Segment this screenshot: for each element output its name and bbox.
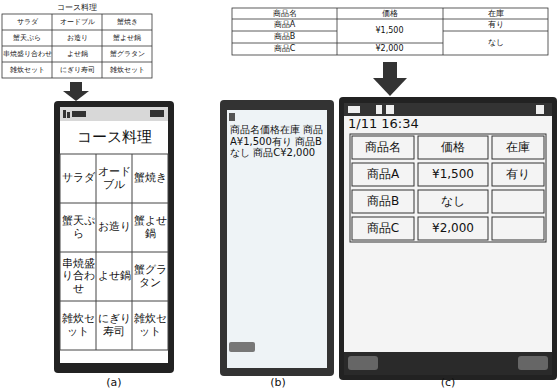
table-header: 在庫: [443, 8, 548, 19]
table-cell: なし: [443, 31, 548, 55]
table-cell: 有り: [443, 19, 548, 31]
table-cell: よせ鍋: [52, 46, 102, 62]
screen-cell: お造り: [96, 203, 132, 252]
caption-letter: (a): [94, 376, 134, 390]
screen-cell: 在庫: [493, 137, 543, 158]
screen-cell: 雑炊セット: [132, 301, 168, 350]
caption-letter: (b): [258, 376, 298, 390]
table-cell: 商品C: [232, 43, 337, 55]
screen-cell: 商品B: [353, 191, 413, 212]
screen-cell: オードブル: [96, 154, 132, 203]
table-cell: ¥2,000: [337, 43, 442, 55]
table-cell: 雑炊セット: [2, 62, 52, 78]
table-cell: 蟹焼き: [102, 14, 152, 30]
table-cell: サラダ: [2, 14, 52, 30]
table-cell: ¥1,500: [337, 19, 442, 43]
caption-letter: (c): [428, 376, 468, 390]
screen-cell: 商品A: [353, 164, 413, 185]
screen-date: 1/11 16:34: [348, 117, 468, 134]
table-cell: オードブル: [52, 14, 102, 30]
screen-cell: ¥1,500: [419, 164, 487, 185]
table-cell: 蟹よせ鍋: [102, 30, 152, 46]
screen-cell: 有り: [493, 164, 543, 185]
screen-cell: サラダ: [60, 154, 96, 203]
table-header: 商品名: [232, 8, 337, 19]
table-cell: 商品A: [232, 19, 337, 31]
table-cell: にぎり寿司: [52, 62, 102, 78]
table-cell: 蟹グラタン: [102, 46, 152, 62]
screen-cell: 蟹よせ鍋: [132, 203, 168, 252]
screen-cell: 蟹天ぷら: [60, 203, 96, 252]
table-cell: 蟹天ぷら: [2, 30, 52, 46]
screen-cell: 雑炊セット: [60, 301, 96, 350]
screen-cell: 価格: [419, 137, 487, 158]
screen-cell: 串焼盛り合わせ: [60, 252, 96, 301]
screen-cell: 蟹焼き: [132, 154, 168, 203]
screen-cell: 蟹グラタン: [132, 252, 168, 301]
table-title: コース料理: [2, 2, 152, 14]
table-cell: お造り: [52, 30, 102, 46]
screen-text: 商品名価格在庫 商品A¥1,500有り 商品Bなし 商品C¥2,000: [230, 124, 325, 186]
screen-title: コース料理: [62, 126, 166, 150]
screen-cell: ¥2,000: [419, 218, 487, 239]
screen-cell: にぎり寿司: [96, 301, 132, 350]
screen-cell: なし: [419, 191, 487, 212]
table-cell: 商品B: [232, 31, 337, 43]
screen-cell: よせ鍋: [96, 252, 132, 301]
screen-cell: 商品C: [353, 218, 413, 239]
table-header: 価格: [337, 8, 442, 19]
table-cell: 雑炊セット: [102, 62, 152, 78]
screen-cell: 商品名: [353, 137, 413, 158]
table-cell: 串焼盛り合わせ: [2, 46, 52, 62]
